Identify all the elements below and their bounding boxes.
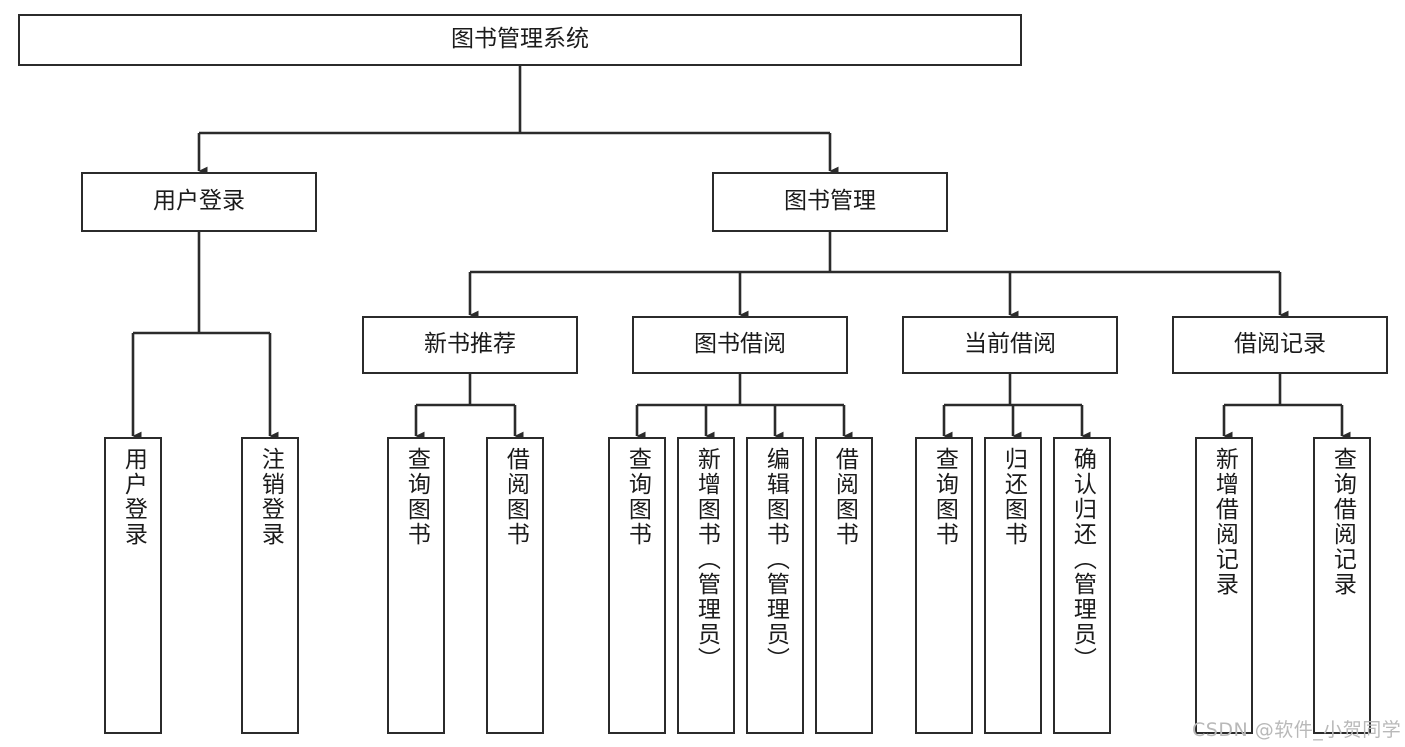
node-label: 图书管理系统 [451,26,589,53]
node-label: 查询借阅记录 [1329,447,1356,597]
node-book-borrow: 图书借阅 [632,316,848,374]
node-leaf-logout: 注销登录 [241,437,299,734]
node-leaf-add-book-admin: 新增图书（管理员） [677,437,735,734]
node-leaf-query-book-borrow: 查询图书 [608,437,666,734]
node-leaf-borrow-book-rec: 借阅图书 [486,437,544,734]
node-label: 编辑图书（管理员） [762,447,789,672]
node-label: 归还图书 [1000,447,1027,547]
node-borrow-records: 借阅记录 [1172,316,1388,374]
node-root: 图书管理系统 [18,14,1022,66]
node-leaf-return-book: 归还图书 [984,437,1042,734]
node-label: 当前借阅 [964,331,1056,358]
node-label: 新书推荐 [424,331,516,358]
watermark-text: CSDN @软件_小贺同学 [1192,719,1402,741]
node-label: 用户登录 [153,188,245,215]
node-label: 查询图书 [403,447,430,547]
node-label: 新增图书（管理员） [693,447,720,672]
node-label: 查询图书 [624,447,651,547]
node-label: 借阅记录 [1234,331,1326,358]
node-label: 图书管理 [784,188,876,215]
node-label: 图书借阅 [694,331,786,358]
node-leaf-edit-book-admin: 编辑图书（管理员） [746,437,804,734]
node-leaf-user-login: 用户登录 [104,437,162,734]
node-book-management: 图书管理 [712,172,948,232]
node-leaf-borrow-book: 借阅图书 [815,437,873,734]
node-new-book-recommend: 新书推荐 [362,316,578,374]
node-leaf-query-borrow-record: 查询借阅记录 [1313,437,1371,734]
node-label: 注销登录 [257,447,284,547]
node-label: 新增借阅记录 [1211,447,1238,597]
node-current-borrow: 当前借阅 [902,316,1118,374]
node-label: 查询图书 [931,447,958,547]
node-leaf-query-book-cur: 查询图书 [915,437,973,734]
connector-lines [131,66,1351,441]
node-label: 借阅图书 [831,447,858,547]
node-leaf-add-borrow-record: 新增借阅记录 [1195,437,1253,734]
node-label: 确认归还（管理员） [1069,447,1096,672]
node-label: 用户登录 [120,447,147,547]
node-user-login: 用户登录 [81,172,317,232]
node-label: 借阅图书 [502,447,529,547]
node-leaf-confirm-return-admin: 确认归还（管理员） [1053,437,1111,734]
node-leaf-query-book-rec: 查询图书 [387,437,445,734]
